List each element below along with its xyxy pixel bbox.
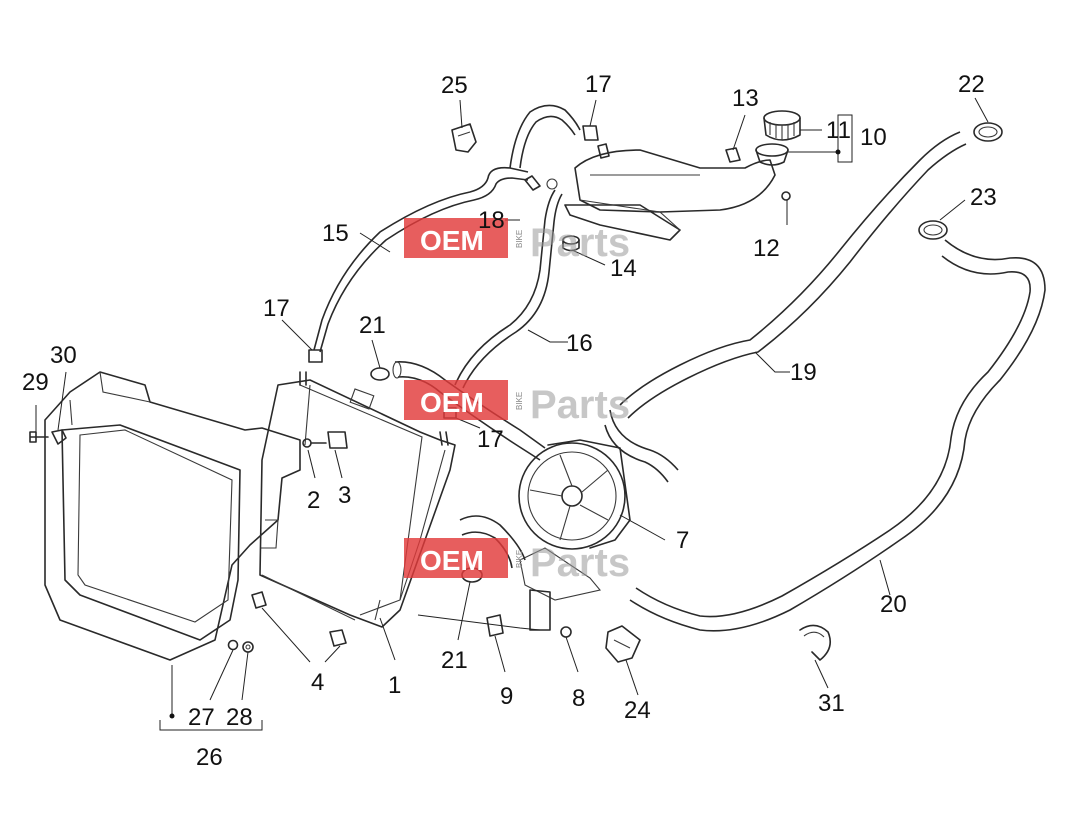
washer-28-drawing <box>242 641 254 653</box>
callout-1: 1 <box>388 672 401 699</box>
callout-17-top: 17 <box>585 71 612 98</box>
filler-neck-10-drawing <box>755 143 789 166</box>
callout-15: 15 <box>322 220 349 247</box>
callout-3: 3 <box>338 482 351 509</box>
cooling-fan-drawing <box>518 439 631 631</box>
watermark-parts-text: Parts <box>530 221 630 265</box>
callout-18: 18 <box>478 207 505 234</box>
callout-21-upper: 21 <box>359 312 386 339</box>
clip-9-drawing <box>486 614 504 637</box>
callout-13: 13 <box>732 85 759 112</box>
callout-26: 26 <box>196 744 223 771</box>
watermark-bike-text: BIKE <box>515 230 524 248</box>
callout-23: 23 <box>970 184 997 211</box>
callout-7: 7 <box>676 527 689 554</box>
callout-dot-26 <box>169 713 175 719</box>
screw-12-drawing <box>781 191 791 201</box>
callout-8: 8 <box>572 685 585 712</box>
callout-12: 12 <box>753 235 780 262</box>
callout-19: 19 <box>790 359 817 386</box>
hose-clamp-21-upper-drawing <box>370 367 390 381</box>
hose-15-drawing <box>313 166 529 353</box>
expansion-tank-drawing <box>564 143 776 241</box>
hose-20-drawing <box>629 239 1046 632</box>
hose-19-drawing <box>604 131 967 483</box>
watermark-oem-text: OEM <box>420 545 484 576</box>
callout-17-middle: 17 <box>477 426 504 453</box>
watermark-middle: OEM BIKE Parts <box>404 380 630 427</box>
callout-22: 22 <box>958 71 985 98</box>
screw-29-drawing <box>29 429 67 445</box>
watermark-parts-text: Parts <box>530 541 630 585</box>
radiator-drawing <box>259 371 456 628</box>
callout-31: 31 <box>818 690 845 717</box>
callout-29: 29 <box>22 369 49 396</box>
callout-9: 9 <box>500 683 513 710</box>
rubber-mount-24-drawing <box>605 625 641 663</box>
callout-21-lower: 21 <box>441 647 468 674</box>
watermark-bike-text: BIKE <box>515 550 524 568</box>
callout-labels: 1 2 3 4 7 8 9 10 11 12 13 14 15 16 17 17… <box>22 71 997 771</box>
callout-10: 10 <box>860 124 887 151</box>
clip-13-drawing <box>725 147 741 163</box>
watermark-parts-text: Parts <box>530 383 630 427</box>
callout-4: 4 <box>311 669 324 696</box>
hose-clamp-18-drawing <box>524 175 558 191</box>
cap-11-drawing <box>763 110 801 141</box>
grommet-14-drawing <box>562 235 580 252</box>
washer-27-drawing <box>227 639 239 651</box>
callout-28: 28 <box>226 704 253 731</box>
callout-11: 11 <box>826 117 851 144</box>
screw-8-drawing <box>560 626 572 638</box>
clip-3-drawing <box>327 431 348 449</box>
rubber-mount-4-drawing <box>251 591 347 647</box>
callout-17-left: 17 <box>263 295 290 322</box>
watermark-oem-text: OEM <box>420 387 484 418</box>
watermark-top: OEM BIKE Parts <box>404 218 630 265</box>
watermark-oem-text: OEM <box>420 225 484 256</box>
callout-2: 2 <box>307 487 320 514</box>
callout-14: 14 <box>610 255 637 282</box>
hose-16-drawing <box>454 104 581 389</box>
callout-20: 20 <box>880 591 907 618</box>
watermark-bottom: OEM BIKE Parts <box>404 538 630 585</box>
callout-30: 30 <box>50 342 77 369</box>
callout-27: 27 <box>188 704 215 731</box>
watermark-bike-text: BIKE <box>515 392 524 410</box>
callout-24: 24 <box>624 697 651 724</box>
hose-clamp-31-drawing <box>799 624 831 661</box>
hose-clamp-17-upper-drawing <box>582 125 599 141</box>
callout-25: 25 <box>441 72 468 99</box>
callout-16: 16 <box>566 330 593 357</box>
hose-clamp-22-drawing <box>973 122 1003 142</box>
leader-lines <box>35 97 989 731</box>
hose-clamp-17-left-drawing <box>308 349 323 363</box>
radiator-cover-drawing <box>44 371 301 661</box>
screw-2-drawing <box>302 438 327 448</box>
bracket-25-drawing <box>451 123 477 153</box>
callout-dot-10 <box>835 149 841 155</box>
hose-clamp-23-drawing <box>918 220 948 240</box>
